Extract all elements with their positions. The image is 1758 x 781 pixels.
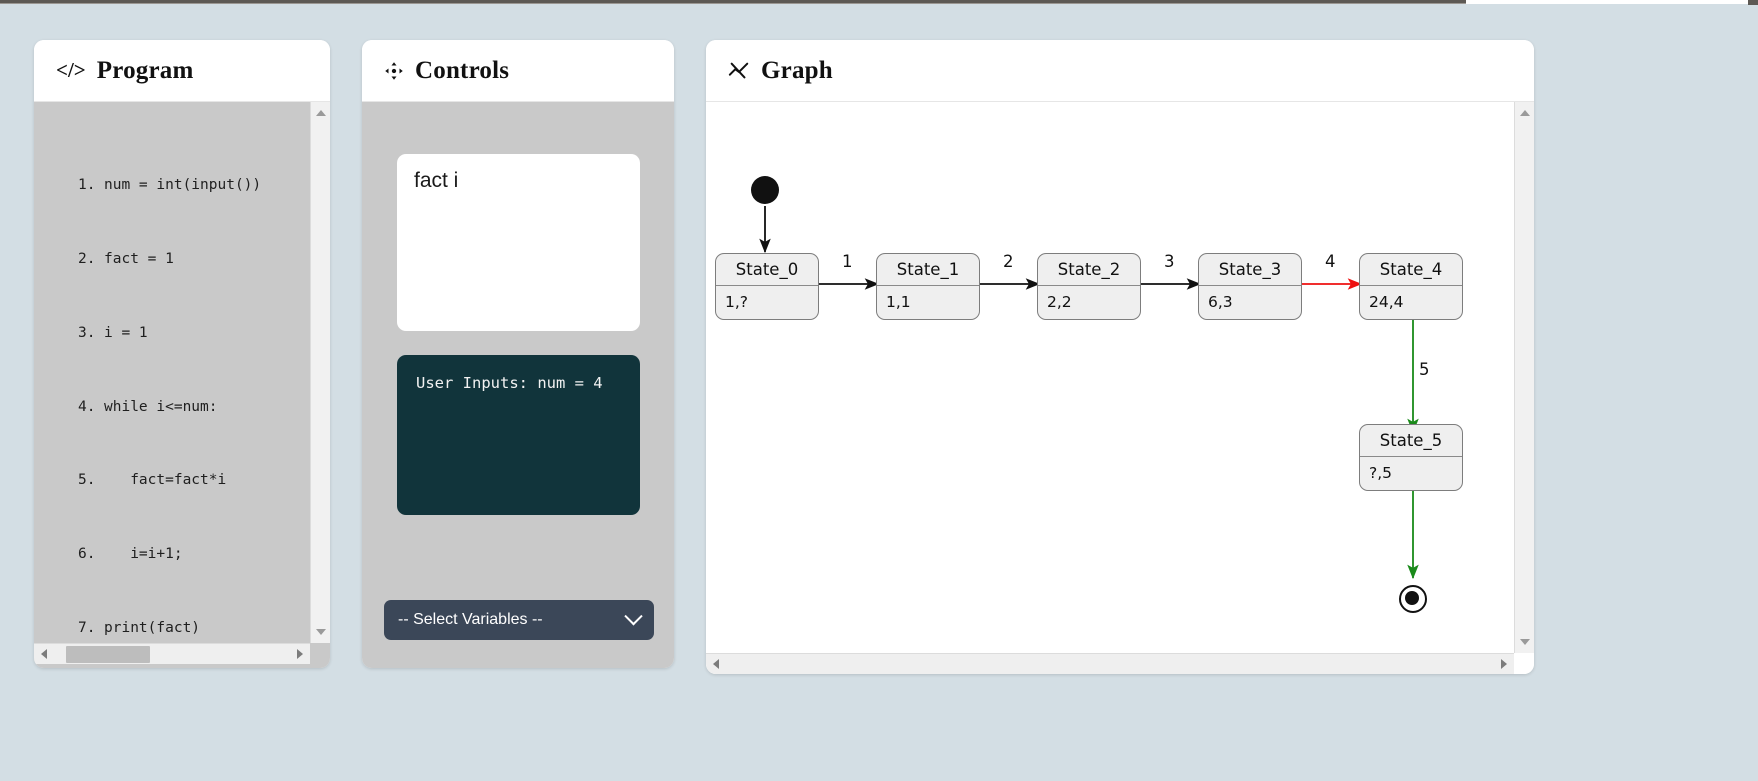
graph-panel-title: Graph <box>761 56 833 84</box>
code-line: 2. fact = 1 <box>78 247 310 272</box>
scroll-down-button[interactable] <box>1515 633 1534 651</box>
initial-state-node[interactable] <box>751 176 779 204</box>
code-icon: </> <box>56 58 86 82</box>
state-name: State_4 <box>1360 254 1462 286</box>
edge-label-2: 2 <box>1003 252 1014 271</box>
graph-horizontal-scrollbar[interactable] <box>706 653 1514 674</box>
state-node-State_2[interactable]: State_2 2,2 <box>1037 253 1141 320</box>
line-text: i=i+1; <box>104 546 183 563</box>
graph-panel-header: Graph <box>706 40 1534 102</box>
edge-label-4: 4 <box>1325 252 1336 271</box>
line-text: fact=fact*i <box>104 472 227 489</box>
arrow-down-icon <box>1520 639 1530 645</box>
line-text: num = int(input()) <box>104 177 262 194</box>
line-text: while i<=num: <box>104 398 218 415</box>
line-number: 2. <box>78 250 96 267</box>
edge-label-3: 3 <box>1164 252 1175 271</box>
state-values: 1,1 <box>886 293 911 311</box>
scroll-right-button[interactable] <box>1494 654 1514 675</box>
scroll-up-button[interactable] <box>1515 104 1534 122</box>
line-number: 5. <box>78 472 96 489</box>
graph-viewport[interactable]: State_0 1,? State_1 1,1 State_2 2,2 Stat… <box>706 102 1534 674</box>
app-stage: </> Program 1. num = int(input()) 2. fact … <box>0 5 1758 781</box>
final-state-node[interactable] <box>1399 585 1427 613</box>
state-node-State_1[interactable]: State_1 1,1 <box>876 253 980 320</box>
select-variables-dropdown[interactable]: -- Select Variables -- <box>384 600 654 640</box>
code-line: 5. fact=fact*i <box>78 468 310 493</box>
program-panel-header: </> Program <box>34 40 330 102</box>
state-name: State_1 <box>877 254 979 286</box>
state-node-State_0[interactable]: State_0 1,? <box>715 253 819 320</box>
controls-panel: Controls fact i User Inputs: num = 4 -- … <box>362 40 674 668</box>
program-panel: </> Program 1. num = int(input()) 2. fact … <box>34 40 330 668</box>
arrow-left-icon <box>41 649 47 659</box>
arrow-down-icon <box>316 629 326 635</box>
graph-panel: Graph <box>706 40 1534 674</box>
state-values: 24,4 <box>1369 293 1404 311</box>
state-node-State_5[interactable]: State_5 ?,5 <box>1359 424 1463 491</box>
program-code-listing: 1.num = int(input()) 2.fact = 1 3.i = 1 … <box>34 102 310 643</box>
scroll-down-button[interactable] <box>311 623 330 641</box>
state-diagram-edges <box>759 206 1419 580</box>
line-text: fact = 1 <box>104 250 174 267</box>
program-horizontal-scrollbar[interactable] <box>34 643 310 664</box>
code-line: 1. num = int(input()) <box>78 173 310 198</box>
state-node-State_3[interactable]: State_3 6,3 <box>1198 253 1302 320</box>
line-number: 6. <box>78 546 96 563</box>
state-values: 2,2 <box>1047 293 1072 311</box>
code-line: 6. i=i+1; <box>78 542 310 567</box>
code-line: 7. print(fact) <box>78 616 310 641</box>
hscroll-track[interactable] <box>54 644 290 665</box>
window-chrome-bar-far-right <box>1748 0 1758 5</box>
edge-label-1: 1 <box>842 252 853 271</box>
program-panel-title: Program <box>96 56 194 84</box>
program-code-viewport[interactable]: 1.num = int(input()) 2.fact = 1 3.i = 1 … <box>34 102 330 668</box>
graph-vertical-scrollbar[interactable] <box>1514 102 1534 653</box>
scroll-right-button[interactable] <box>290 644 310 665</box>
line-text: print(fact) <box>104 619 201 636</box>
state-values: 6,3 <box>1208 293 1233 311</box>
state-values: ?,5 <box>1369 464 1393 482</box>
controls-panel-title: Controls <box>415 56 510 84</box>
line-number: 4. <box>78 398 96 415</box>
line-number: 3. <box>78 324 96 341</box>
state-name: State_2 <box>1038 254 1140 286</box>
variables-display-box[interactable]: fact i <box>397 154 640 331</box>
line-text: i = 1 <box>104 324 148 341</box>
window-chrome-bar-right <box>1466 0 1758 4</box>
arrow-right-icon <box>1501 659 1507 669</box>
arrow-left-icon <box>713 659 719 669</box>
line-number: 1. <box>78 177 96 194</box>
chevron-down-icon <box>624 606 643 625</box>
line-number: 7. <box>78 619 96 636</box>
scroll-left-button[interactable] <box>706 654 726 675</box>
arrow-up-icon <box>1520 110 1530 116</box>
controls-panel-body: fact i User Inputs: num = 4 -- Select Va… <box>362 102 674 668</box>
arrow-up-icon <box>316 110 326 116</box>
hscroll-track[interactable] <box>726 654 1494 675</box>
arrow-right-icon <box>297 649 303 659</box>
code-line: 4. while i<=num: <box>78 395 310 420</box>
scroll-up-button[interactable] <box>311 104 330 122</box>
window-chrome-bar <box>0 0 1466 4</box>
chart-line-icon <box>728 60 750 82</box>
code-line: 3. i = 1 <box>78 321 310 346</box>
state-values: 1,? <box>725 293 749 311</box>
scroll-left-button[interactable] <box>34 644 54 665</box>
controls-panel-header: Controls <box>362 40 674 102</box>
move-arrows-icon <box>384 61 404 81</box>
edge-label-5: 5 <box>1419 360 1430 379</box>
program-vertical-scrollbar[interactable] <box>310 102 330 643</box>
state-name: State_5 <box>1360 425 1462 457</box>
state-node-State_4[interactable]: State_4 24,4 <box>1359 253 1463 320</box>
user-inputs-console: User Inputs: num = 4 <box>397 355 640 515</box>
hscroll-thumb[interactable] <box>66 645 150 663</box>
select-variables-label: -- Select Variables -- <box>398 611 543 628</box>
state-name: State_3 <box>1199 254 1301 286</box>
state-name: State_0 <box>716 254 818 286</box>
